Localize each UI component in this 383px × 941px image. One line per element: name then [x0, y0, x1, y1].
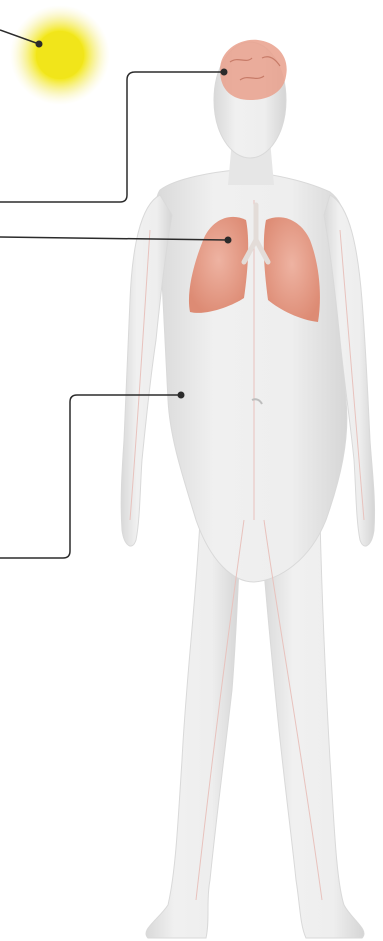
- right-leg: [262, 520, 364, 938]
- torso: [156, 170, 350, 582]
- left-leg: [146, 520, 240, 938]
- callout-abdomen-dot: [178, 392, 185, 399]
- left-arm: [121, 195, 172, 546]
- callout-sun-dot: [36, 41, 43, 48]
- brain: [220, 40, 287, 100]
- callout-lungs-dot: [225, 237, 232, 244]
- sun-icon: [10, 5, 110, 105]
- callout-abdomen-line: [0, 395, 180, 558]
- callout-brain-dot: [221, 69, 228, 76]
- human-body: [121, 42, 374, 938]
